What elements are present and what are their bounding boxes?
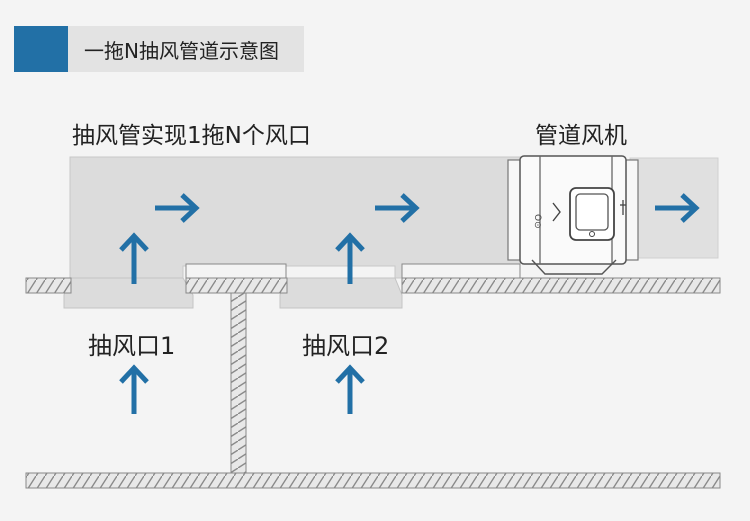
outlet-2-label: 抽风口2 <box>302 332 390 360</box>
partition-wall <box>230 292 247 474</box>
outlet-1-flare <box>63 277 194 309</box>
floor-slab <box>25 472 721 489</box>
ceiling-slab-left <box>25 277 72 294</box>
main-duct <box>69 156 521 279</box>
title-accent-block <box>14 26 68 72</box>
svg-text:O⊙: O⊙ <box>532 214 542 229</box>
flow-arrow-up-duct-1 <box>119 232 149 284</box>
duct-fan: O⊙ <box>507 155 639 275</box>
title-bar: 一拖N抽风管道示意图 <box>14 26 304 72</box>
flow-arrow-up-duct-2 <box>335 232 365 284</box>
slab-notch-right <box>401 263 521 279</box>
ceiling-slab-right <box>401 277 721 294</box>
ceiling-slab-middle <box>185 277 288 294</box>
flow-arrow-up-outlet-2 <box>335 364 365 414</box>
fan-exhaust-duct <box>629 157 719 259</box>
flow-arrow-up-outlet-1 <box>119 364 149 414</box>
duct-caption: 抽风管实现1拖N个风口 <box>72 123 311 149</box>
flow-arrow-right-2 <box>375 193 420 223</box>
page-title: 一拖N抽风管道示意图 <box>84 39 279 63</box>
outlet-2-flare <box>279 277 403 309</box>
flow-arrow-right-3 <box>655 193 700 223</box>
outlet-1-label: 抽风口1 <box>88 332 176 360</box>
flow-arrow-right-1 <box>155 193 200 223</box>
slab-notch <box>185 263 287 279</box>
fan-caption: 管道风机 <box>535 123 627 149</box>
